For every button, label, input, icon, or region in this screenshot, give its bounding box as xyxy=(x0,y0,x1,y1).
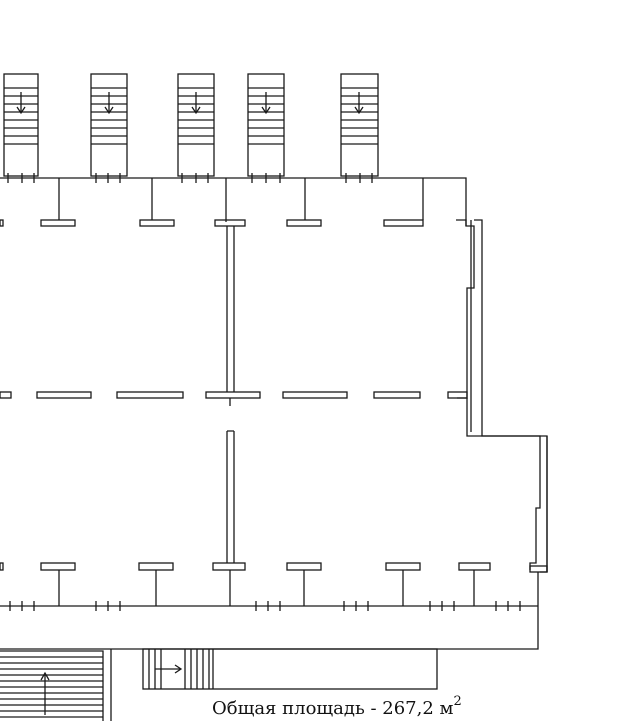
stair-top-3 xyxy=(177,73,215,177)
central-wall xyxy=(226,226,235,392)
area-unit-exponent: 2 xyxy=(453,694,462,709)
total-area-caption: Общая площадь - 267,2 м2 xyxy=(212,694,462,719)
top-wall xyxy=(0,177,467,220)
stair-top-5 xyxy=(340,73,379,177)
arrow-down-icon xyxy=(16,92,26,115)
total-area-label: Общая площадь - 267,2 м xyxy=(212,698,454,719)
stair-bottom-left xyxy=(0,650,104,721)
bottom-wall-ticks xyxy=(9,601,521,611)
stair-top-1 xyxy=(3,73,39,177)
arrow-up-icon xyxy=(40,671,50,715)
arrow-down-icon xyxy=(191,92,201,115)
stair-top-2 xyxy=(90,73,128,177)
arrow-down-icon xyxy=(104,92,114,115)
stair-top-4 xyxy=(247,73,285,177)
top-wall-ticks xyxy=(7,173,373,183)
arrow-right-icon xyxy=(155,664,183,674)
arrow-down-icon xyxy=(354,92,364,115)
arrow-down-icon xyxy=(261,92,271,115)
bottom-corridor-wall xyxy=(0,572,539,650)
stair-bottom-right xyxy=(110,648,438,721)
right-wall-lower xyxy=(466,398,541,570)
